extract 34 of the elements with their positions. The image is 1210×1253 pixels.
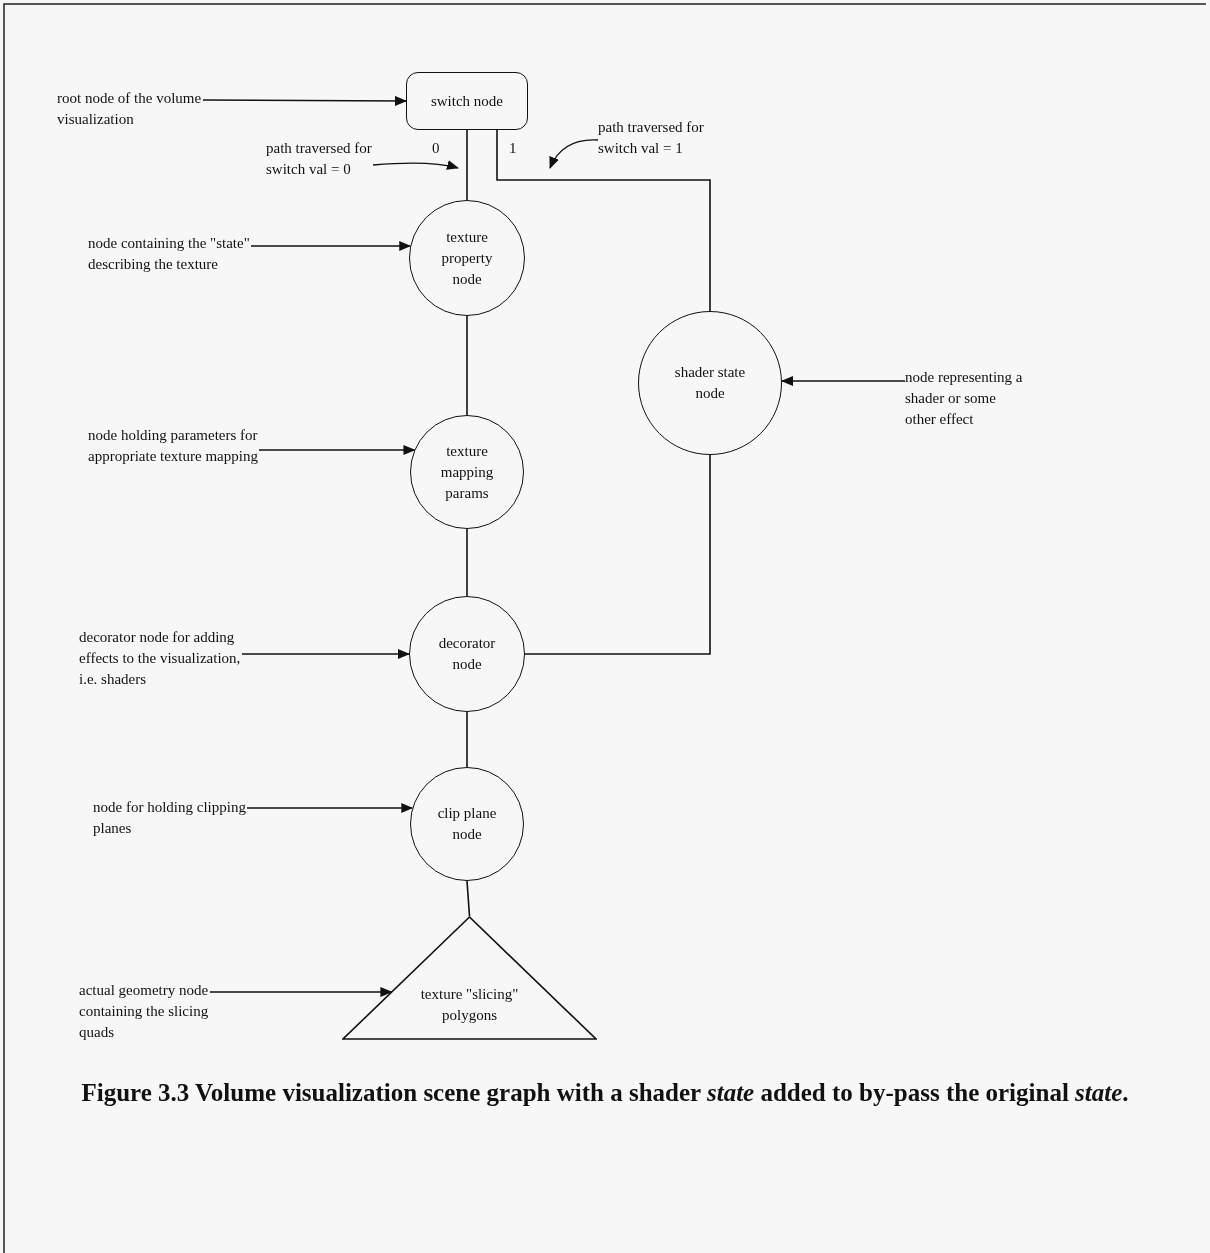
annotation-text: node representing a shader or some other effect (905, 367, 1024, 430)
arrow (372, 160, 459, 171)
node-label: texture mapping params (439, 441, 495, 503)
arrow (241, 649, 410, 659)
connector-line (524, 454, 711, 655)
node-label: switch node (430, 91, 504, 111)
annotation-text: root node of the volume visualization (57, 88, 203, 130)
arrow (250, 241, 412, 251)
node-label: texture "slicing" polygons (419, 985, 520, 1025)
node-label: shader state node (673, 363, 747, 403)
node-label: texture property node (440, 227, 494, 289)
arrow (246, 803, 414, 813)
arrow (202, 95, 407, 106)
annotation-text: node for holding clipping planes (93, 797, 247, 839)
connector-line (466, 129, 468, 201)
connector-line (466, 528, 468, 597)
node-label: clip plane node (436, 804, 498, 844)
figure-caption: Figure 3.3 Volume visualization scene graph with a shader state added to by-pass the original state. (80, 1078, 1130, 1108)
annotation-text: actual geometry node containing the slicing quads (79, 980, 210, 1043)
arrow (780, 376, 906, 386)
connector-line (496, 129, 711, 312)
annotation-text: path traversed for switch val = 1 (598, 117, 705, 159)
rounded-box-node (406, 72, 528, 130)
connector-line (466, 880, 471, 917)
annotation-text: decorator node for adding effects to the visualization, i.e. shaders (79, 627, 242, 690)
arrow (209, 987, 393, 997)
node-label: decorator node (437, 634, 497, 674)
annotation-text: node containing the "state" describing the texture (88, 233, 251, 275)
annotation-text: node holding parameters for appropriate texture mapping (88, 425, 259, 467)
arrow (549, 139, 599, 169)
annotation-text: path traversed for switch val = 0 (266, 138, 373, 180)
connector-line (466, 711, 468, 768)
connector-line (466, 315, 468, 416)
arrow (258, 445, 416, 455)
